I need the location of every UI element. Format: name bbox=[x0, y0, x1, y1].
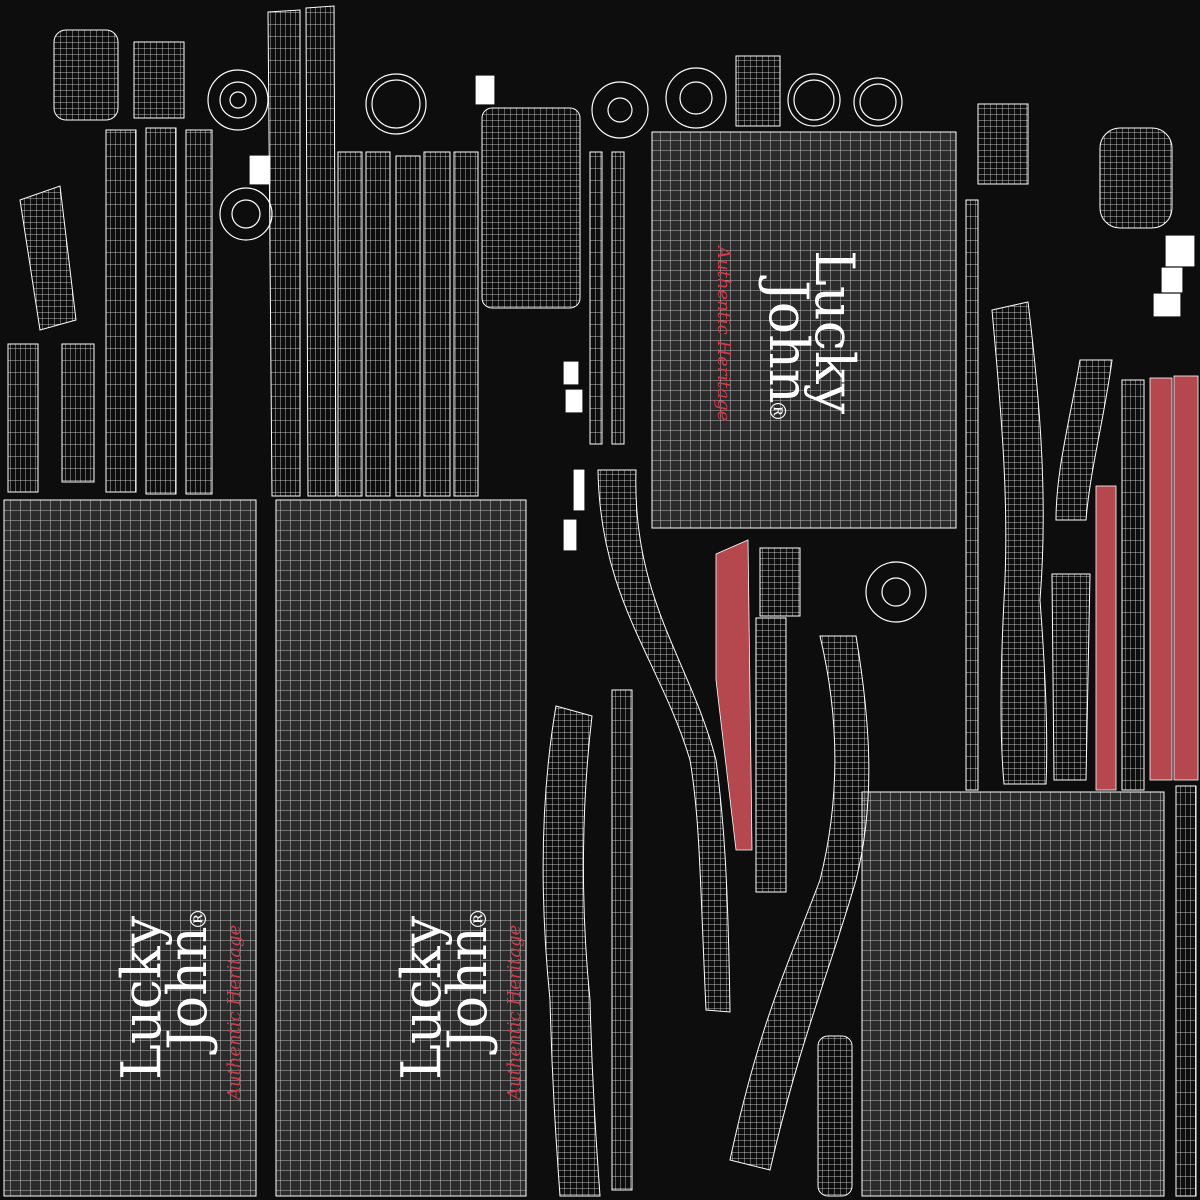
label-panel-bottom-right bbox=[861, 791, 1165, 1197]
logo-word-lucky: Lucky bbox=[390, 915, 453, 1080]
logo-word-lucky: Lucky bbox=[803, 250, 866, 415]
wire-blocks-top bbox=[481, 55, 1173, 617]
logo-top-right: Lucky John ® Authentic Heritage bbox=[713, 244, 866, 422]
red-accent-strips bbox=[715, 375, 1199, 851]
logo-center: Lucky John ® Authentic Heritage bbox=[390, 908, 525, 1102]
label-panel-left bbox=[3, 499, 257, 1197]
wire-strips-middle bbox=[589, 151, 1197, 1197]
wire-small-pieces bbox=[249, 75, 1195, 551]
logo-tagline: Authentic Heritage bbox=[224, 925, 245, 1102]
logo-word-john: John bbox=[757, 275, 820, 404]
logo-word-lucky: Lucky bbox=[110, 915, 173, 1080]
label-panel-center bbox=[275, 499, 527, 1197]
logo-tagline: Authentic Heritage bbox=[504, 925, 525, 1102]
wire-strips-left bbox=[7, 29, 213, 495]
label-panel-top-right bbox=[651, 131, 957, 529]
logo-registered-mark: ® bbox=[764, 400, 789, 422]
logo-word-john: John bbox=[436, 926, 499, 1055]
logo-tagline: Authentic Heritage bbox=[713, 244, 734, 421]
logo-registered-mark: ® bbox=[467, 908, 492, 930]
wire-strips-grip bbox=[267, 5, 479, 497]
logo-word-john: John bbox=[156, 926, 219, 1055]
logo-registered-mark: ® bbox=[187, 908, 212, 930]
wire-rings bbox=[207, 67, 927, 623]
logo-left: Lucky John ® Authentic Heritage bbox=[110, 908, 245, 1102]
wire-curves bbox=[542, 301, 1113, 1197]
